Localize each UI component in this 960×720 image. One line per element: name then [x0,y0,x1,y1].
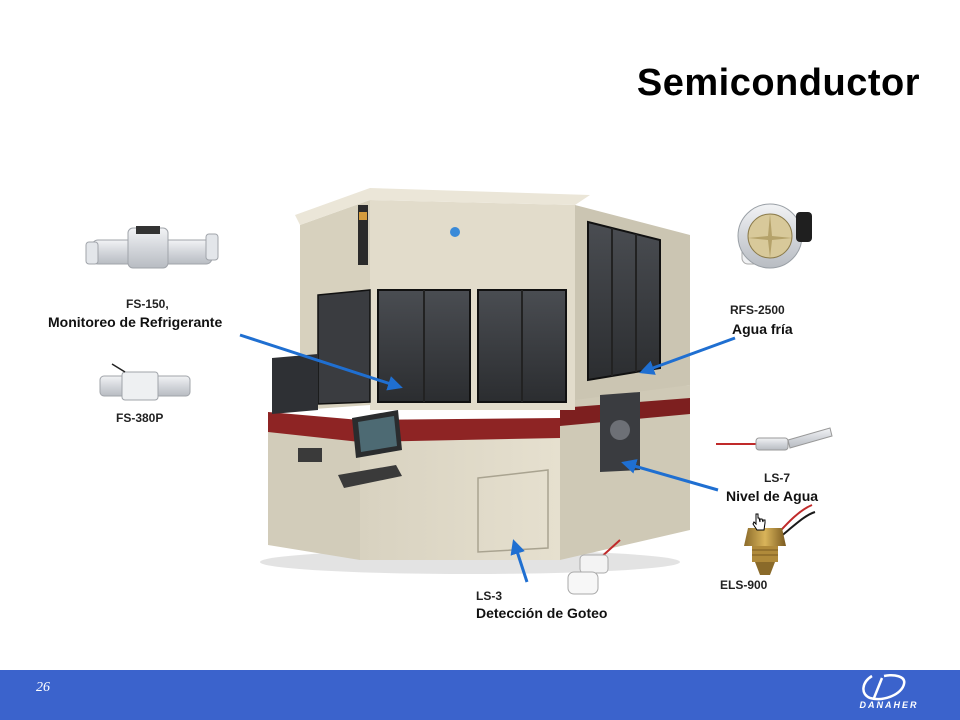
arrow-ls7 [621,459,719,492]
fs150-sensor-image [85,226,219,269]
page-number: 26 [36,680,50,695]
arrow-ls3 [510,539,529,583]
footer-bar: 26 DANAHER [0,670,960,720]
danaher-logo-icon [862,674,906,701]
ls7-code-label: LS-7 [764,471,791,485]
els900-sensor-image [744,504,816,575]
ls3-desc-label: Detección de Goteo [476,605,608,621]
semiconductor-machine [260,188,690,574]
ls7-sensor-image [716,427,833,451]
rfs2500-sensor-image [737,203,812,269]
fs380p-sensor-image [99,363,191,401]
danaher-brand-text: DANAHER [859,700,919,710]
els900-code-label: ELS-900 [720,578,768,592]
fs150-code-label: FS-150, [126,297,169,311]
callout-arrows [239,333,736,583]
rfs2500-code-label: RFS-2500 [730,303,785,317]
slide-title: Semiconductor [636,62,920,104]
fs150-desc-label: Monitoreo de Refrigerante [48,314,223,330]
rfs2500-desc-label: Agua fría [732,321,793,337]
arrow-rfs2500 [639,336,736,375]
arrow-fs150 [239,333,403,391]
ls3-code-label: LS-3 [476,589,503,603]
ls7-desc-label: Nivel de Agua [726,488,819,504]
machine-scene [85,188,833,595]
hand-cursor-icon [752,513,766,531]
ls3-sensor-image [567,539,621,595]
fs380p-code-label: FS-380P [116,411,164,425]
